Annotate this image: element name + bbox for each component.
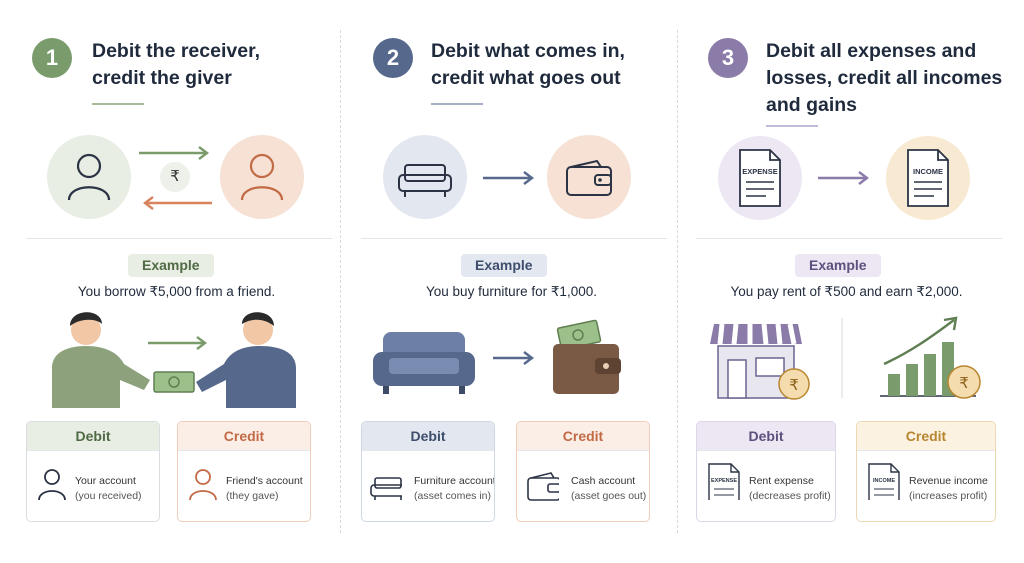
account-note: (asset goes out) <box>571 490 647 502</box>
account-note: (asset comes in) <box>414 490 492 502</box>
debit-heading: Debit <box>27 422 159 451</box>
column-divider <box>677 30 678 533</box>
wallet-icon <box>527 472 559 501</box>
example-pill: Example <box>128 254 214 277</box>
sofa-icon <box>398 164 452 197</box>
credit-heading: Credit <box>517 422 649 451</box>
credit-heading: Credit <box>178 422 310 451</box>
expense-document-icon: EXPENSE <box>739 149 781 207</box>
svg-text:₹: ₹ <box>789 376 799 394</box>
column-divider <box>340 30 341 533</box>
rule-2-column: 2 Debit what comes in, credit what goes … <box>345 0 678 563</box>
expense-circle: EXPENSE <box>718 136 802 220</box>
wallet-icon <box>566 159 612 196</box>
section-divider <box>696 238 1002 239</box>
debit-heading: Debit <box>362 422 494 451</box>
rule-title-line: credit what goes out <box>431 67 621 89</box>
title-underline <box>431 103 483 105</box>
furniture-purchase-illustration <box>373 319 621 394</box>
rule-title-line: and gains <box>766 94 858 116</box>
rule-1-column: 1 Debit the receiver, credit the giver ₹… <box>10 0 343 563</box>
example-text: You buy furniture for ₹1,000. <box>426 284 597 299</box>
person-icon <box>189 469 217 501</box>
income-document-icon: INCOME <box>868 463 900 500</box>
rule-title-line: losses, credit all incomes <box>766 67 1003 89</box>
account-note: (you received) <box>75 490 142 502</box>
debit-card: Debit Furniture account (asset comes in) <box>361 421 495 522</box>
expense-document-icon: EXPENSE <box>708 463 740 500</box>
rule-title: Debit what comes in, credit what goes ou… <box>431 38 681 92</box>
income-document-icon: INCOME <box>907 149 949 207</box>
person-icon <box>67 153 111 201</box>
rule-number-badge: 1 <box>32 38 72 78</box>
exchange-arrows-icon <box>139 146 212 210</box>
rule-title-line: Debit what comes in, <box>431 40 625 62</box>
outgoing-circle <box>547 135 631 219</box>
rule-title: Debit the receiver, credit the giver <box>92 38 342 92</box>
title-underline <box>92 103 144 105</box>
svg-text:INCOME: INCOME <box>913 167 943 176</box>
section-divider <box>361 238 667 239</box>
incoming-circle <box>383 135 467 219</box>
svg-text:EXPENSE: EXPENSE <box>742 167 777 176</box>
debit-card: Debit EXPENSE Rent expense (decreases pro… <box>696 421 836 522</box>
right-arrow-icon <box>818 171 869 185</box>
credit-card: Credit INCOME Revenue income (increases p… <box>856 421 996 522</box>
example-pill: Example <box>795 254 881 277</box>
giver-circle <box>220 135 304 219</box>
right-arrow-icon <box>483 171 534 185</box>
example-text: You pay rent of ₹500 and earn ₹2,000. <box>730 284 963 299</box>
rule-number-badge: 2 <box>373 38 413 78</box>
rule-title-line: Debit the receiver, <box>92 40 260 62</box>
sofa-icon <box>370 477 402 500</box>
account-name: Friend's account <box>226 475 303 487</box>
section-divider <box>26 238 332 239</box>
debit-card: Debit Your account (you received) <box>26 421 160 522</box>
borrowing-illustration <box>52 312 296 408</box>
rule-title-line: credit the giver <box>92 67 232 89</box>
account-note: (increases profit) <box>909 490 988 502</box>
credit-card: Credit Cash account (asset goes out) <box>516 421 650 522</box>
account-name: Furniture account <box>414 475 495 487</box>
account-name: Revenue income <box>909 475 988 487</box>
svg-text:₹: ₹ <box>959 374 969 392</box>
account-note: (they gave) <box>226 490 279 502</box>
credit-heading: Credit <box>857 422 995 451</box>
receiver-circle <box>47 135 131 219</box>
rule-title: Debit all expenses and losses, credit al… <box>766 38 1012 119</box>
example-pill: Example <box>461 254 547 277</box>
rule-3-column: 3 Debit all expenses and losses, credit … <box>680 0 1013 563</box>
person-icon <box>38 469 66 501</box>
svg-text:INCOME: INCOME <box>873 478 895 484</box>
rent-and-revenue-illustration: ₹ ₹ <box>710 316 981 400</box>
account-name: Cash account <box>571 475 636 487</box>
svg-text:EXPENSE: EXPENSE <box>711 478 737 484</box>
account-name: Your account <box>75 475 136 487</box>
debit-heading: Debit <box>697 422 835 451</box>
rule-number-badge: 3 <box>708 38 748 78</box>
account-note: (decreases profit) <box>749 490 831 502</box>
income-circle: INCOME <box>886 136 970 220</box>
example-text: You borrow ₹5,000 from a friend. <box>77 284 276 299</box>
rupee-icon: ₹ <box>160 162 190 192</box>
person-icon <box>240 153 284 201</box>
title-underline <box>766 125 818 127</box>
account-name: Rent expense <box>749 475 814 487</box>
rule-title-line: Debit all expenses and <box>766 40 977 62</box>
credit-card: Credit Friend's account (they gave) <box>177 421 311 522</box>
